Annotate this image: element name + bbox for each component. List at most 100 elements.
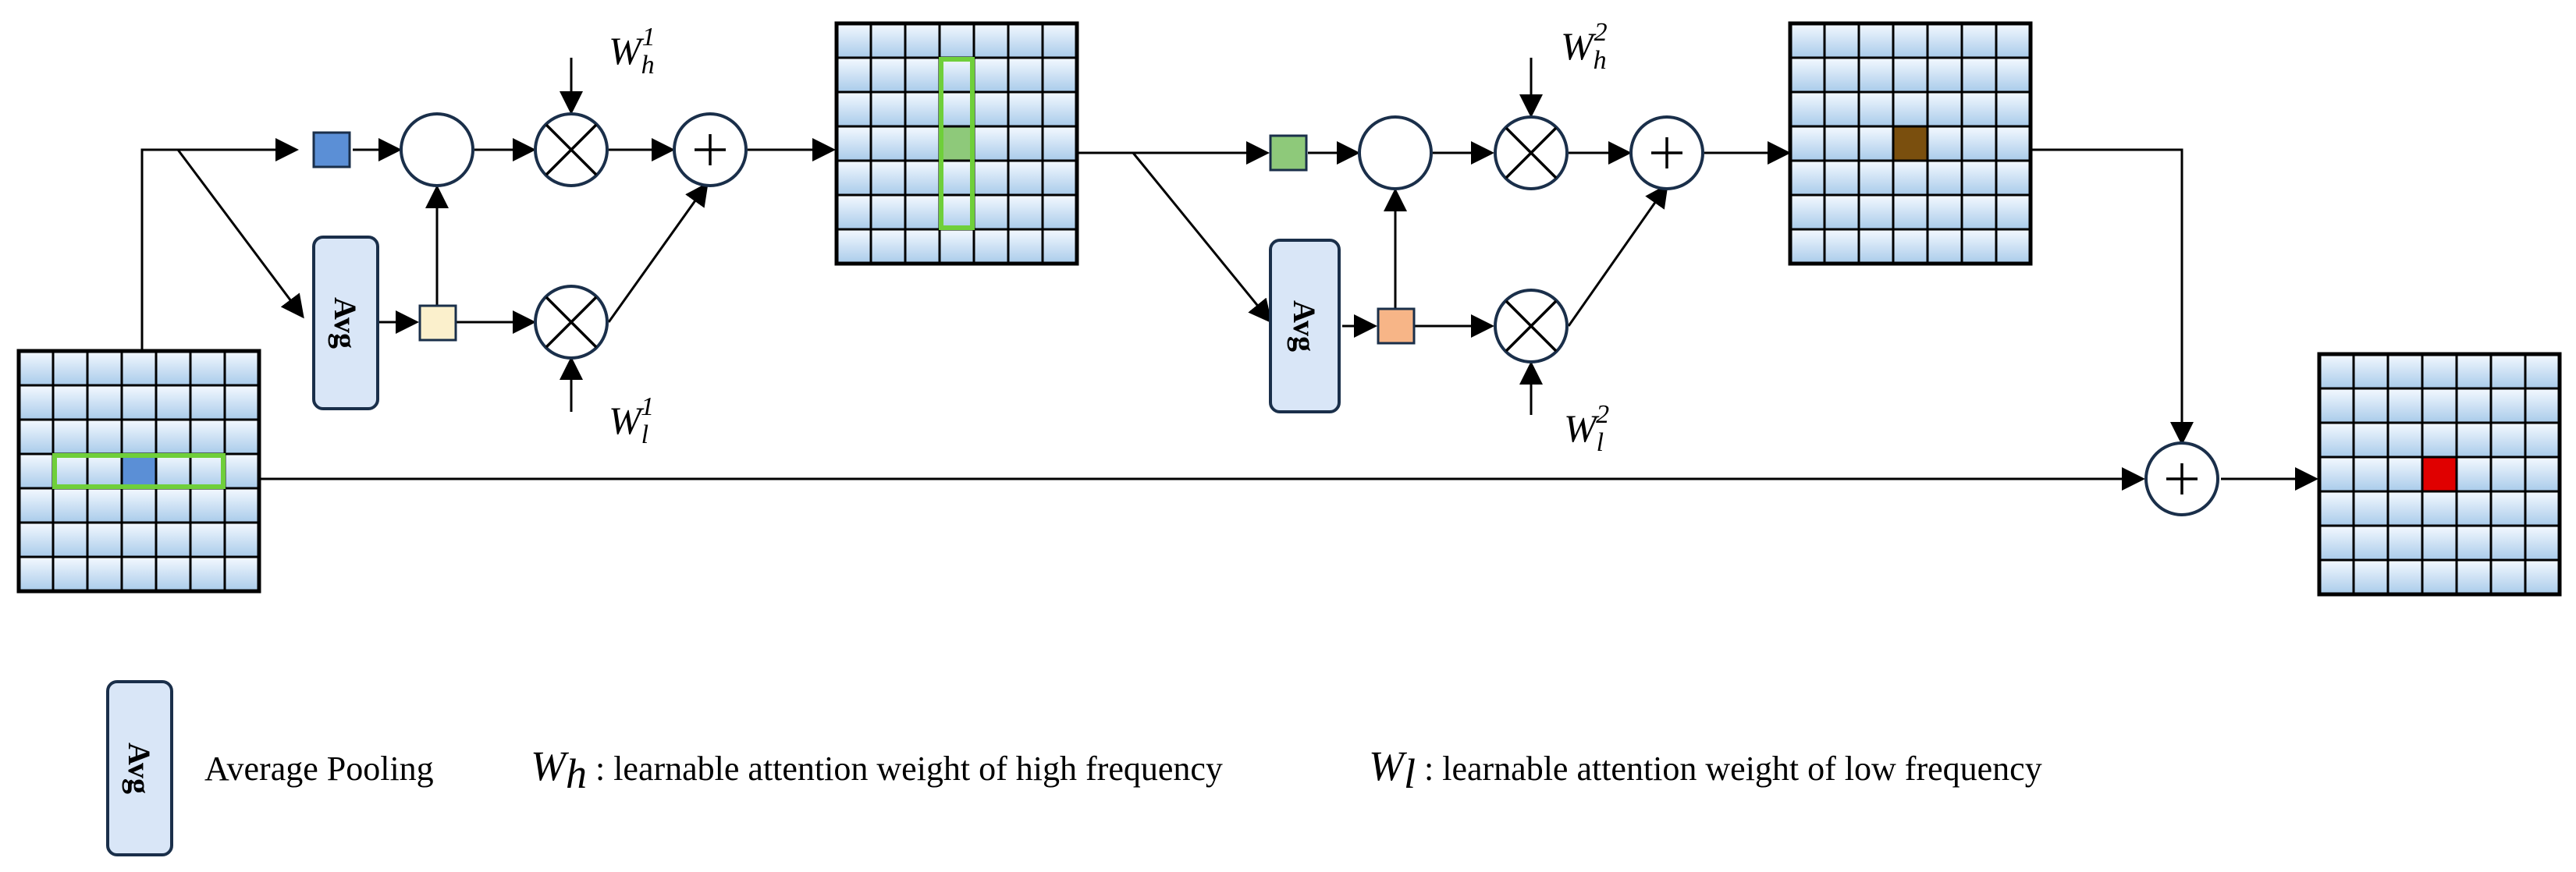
grid-cell: [938, 22, 975, 59]
grid-cell: [52, 452, 89, 490]
grid-cell: [1960, 125, 1998, 162]
grid-cell: [1007, 228, 1044, 265]
grid-cell: [1041, 193, 1078, 231]
grid-cell: [938, 228, 975, 265]
grid-cell: [1823, 159, 1860, 197]
grid-cell: [120, 349, 158, 387]
stage2-wires: [1078, 58, 1791, 415]
grid-cell: [2421, 455, 2458, 493]
grid-cell: [1926, 193, 1963, 231]
wire-to-avg2: [1132, 152, 1272, 324]
legend-avg-description: Average Pooling: [204, 750, 434, 788]
grid-cell: [1892, 125, 1929, 162]
grid-cell: [1789, 56, 1826, 94]
grid-cell: [1857, 125, 1895, 162]
grid-cell: [2386, 490, 2424, 527]
grid-cell: [1789, 228, 1826, 265]
weight-label-wl1: Wl1: [609, 392, 654, 449]
grid-cell: [972, 159, 1010, 197]
stage1-wires: [140, 58, 836, 412]
grid-cell: [904, 159, 941, 197]
grid-cell: [189, 384, 226, 421]
avg-pool-label-1: Avg: [328, 297, 363, 349]
grid-cell: [835, 159, 872, 197]
grid-cell: [1995, 90, 2032, 128]
avg-pool-box-2: Avg: [1269, 239, 1341, 413]
grid-cell: [1041, 228, 1078, 265]
grid-cell: [869, 56, 907, 94]
strip-highlight: [52, 453, 226, 489]
grid-cell: [1007, 125, 1044, 162]
grid-cell: [1892, 193, 1929, 231]
grid-cell: [1789, 125, 1826, 162]
grid-cell: [938, 159, 975, 197]
grid-cell: [223, 555, 261, 593]
grid-cell: [2318, 353, 2355, 390]
grid-cell: [1007, 90, 1044, 128]
grid-cell: [904, 228, 941, 265]
second-stage-feature-grid: [1788, 21, 2033, 266]
grid-cell: [869, 90, 907, 128]
grid-cell: [2524, 387, 2561, 424]
add-op-3: [2144, 441, 2219, 516]
grid-cell: [1960, 159, 1998, 197]
grid-cell: [17, 349, 55, 387]
grid-cell: [1926, 159, 1963, 197]
grid-cell: [904, 193, 941, 231]
grid-cell: [1926, 125, 1963, 162]
grid-cell: [2421, 353, 2458, 390]
grid-cell: [938, 90, 975, 128]
grid-cell: [2318, 558, 2355, 596]
multiply-op-3: [1494, 115, 1569, 190]
grid-cell: [835, 228, 872, 265]
grid-cell: [972, 22, 1010, 59]
grid-cell: [2524, 353, 2561, 390]
grid-cell: [972, 228, 1010, 265]
grid-cell: [1823, 22, 1860, 59]
grid-cell: [120, 418, 158, 455]
weight-label-wh2: Wh2: [1561, 18, 1608, 75]
grid-cell: [120, 487, 158, 524]
grid-cell: [2524, 490, 2561, 527]
grid-cell: [2386, 455, 2424, 493]
grid-cell: [2352, 558, 2389, 596]
grid-cell: [1926, 228, 1963, 265]
token-cream: [418, 304, 457, 342]
grid-cell: [2352, 490, 2389, 527]
grid-cell: [972, 90, 1010, 128]
token-blue: [312, 131, 351, 168]
grid-cell: [2489, 558, 2527, 596]
grid-cell: [2421, 387, 2458, 424]
grid-cell: [1857, 90, 1895, 128]
wire-to-avg1: [176, 149, 304, 319]
grid-cell: [52, 521, 89, 558]
token-green: [1269, 134, 1308, 172]
grid-cell: [223, 384, 261, 421]
grid-cell: [155, 384, 192, 421]
grid-cell: [17, 452, 55, 490]
grid-cell: [1041, 56, 1078, 94]
grid-cell: [1823, 228, 1860, 265]
grid-cell: [938, 193, 975, 231]
wire-input-to-token: [140, 138, 299, 351]
multiply-op-2: [534, 285, 609, 360]
grid-cell: [120, 521, 158, 558]
avg-pool-label-2: Avg: [1287, 300, 1322, 352]
grid-cell: [2455, 387, 2493, 424]
grid-cell: [904, 22, 941, 59]
grid-cell: [155, 349, 192, 387]
grid-cell: [2455, 421, 2493, 459]
grid-cell: [155, 418, 192, 455]
grid-cell: [1995, 56, 2032, 94]
grid-cell: [86, 384, 123, 421]
token-orange: [1377, 307, 1416, 345]
grid-cell: [1995, 193, 2032, 231]
grid-cell: [155, 487, 192, 524]
grid-cell: [120, 555, 158, 593]
grid-cell: [223, 349, 261, 387]
grid-cell: [2489, 455, 2527, 493]
grid-cell: [1995, 159, 2032, 197]
weight-label-wh1: Wh1: [609, 23, 656, 80]
grid-cell: [1041, 90, 1078, 128]
grid-cell: [835, 90, 872, 128]
